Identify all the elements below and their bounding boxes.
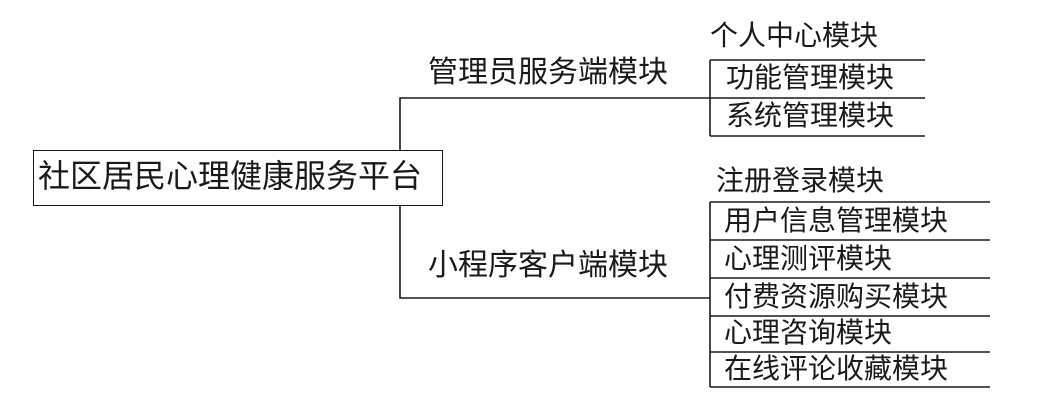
module-admin-3: 系统管理模块 xyxy=(726,99,895,132)
branch-label-client: 小程序客户端模块 xyxy=(428,248,668,283)
module-client-5: 心理咨询模块 xyxy=(724,316,893,349)
branch-label-admin: 管理员服务端模块 xyxy=(428,55,668,90)
module-client-3: 心理测评模块 xyxy=(724,242,893,275)
root-box xyxy=(33,150,443,206)
module-client-6: 在线评论收藏模块 xyxy=(724,352,949,385)
root-label: 社区居民心理健康服务平台 xyxy=(38,157,423,195)
module-client-2: 用户信息管理模块 xyxy=(724,204,949,237)
connector-root-branch1 xyxy=(399,97,710,150)
module-admin-1: 个人中心模块 xyxy=(710,19,879,52)
module-client-4: 付费资源购买模块 xyxy=(724,280,949,313)
connector-root-branch2 xyxy=(399,206,710,299)
module-client-1: 注册登录模块 xyxy=(716,164,885,197)
module-admin-2: 功能管理模块 xyxy=(726,61,895,94)
